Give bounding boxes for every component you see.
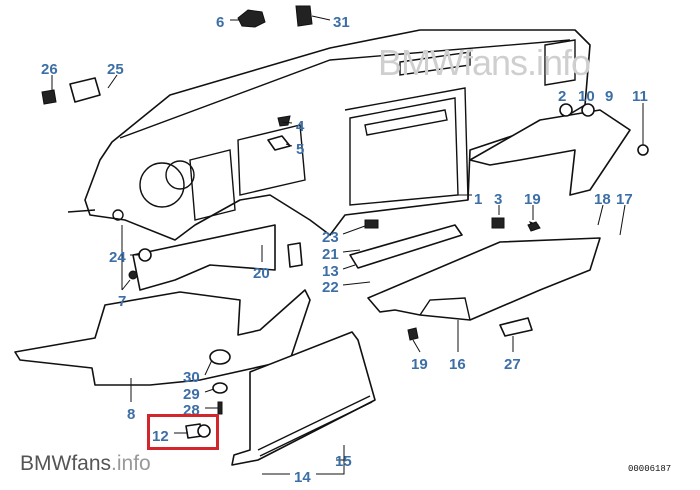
watermark-bottom: BMWfans.info [20, 452, 151, 476]
label-29[interactable]: 29 [183, 386, 200, 403]
label-18[interactable]: 18 [594, 191, 611, 208]
part-16-tray [367, 237, 601, 321]
dashboard-body [67, 29, 591, 241]
part-31-clip [295, 5, 313, 27]
label-2[interactable]: 2 [558, 88, 566, 105]
label-17[interactable]: 17 [616, 191, 633, 208]
label-8[interactable]: 8 [127, 406, 135, 423]
part-25-bracket [69, 77, 101, 103]
label-16[interactable]: 16 [449, 356, 466, 373]
label-19-top[interactable]: 19 [524, 191, 541, 208]
label-3[interactable]: 3 [494, 191, 502, 208]
label-30[interactable]: 30 [183, 369, 200, 386]
label-9[interactable]: 9 [605, 88, 613, 105]
label-25[interactable]: 25 [107, 61, 124, 78]
label-21[interactable]: 21 [322, 246, 339, 263]
diagram-code: 00006187 [628, 464, 672, 474]
part-labels: 6 31 26 25 2 10 9 11 4 5 1 3 19 18 17 23… [41, 14, 648, 486]
part-21-bar [349, 224, 463, 269]
watermark-domain: .info [111, 452, 151, 475]
watermark-fans: fans [71, 452, 112, 475]
label-20[interactable]: 20 [253, 265, 270, 282]
label-27[interactable]: 27 [504, 356, 521, 373]
label-23[interactable]: 23 [322, 229, 339, 246]
label-26[interactable]: 26 [41, 61, 58, 78]
part-8-panel [14, 289, 311, 386]
part-20-panel [132, 224, 276, 291]
label-13[interactable]: 13 [322, 263, 339, 280]
label-6[interactable]: 6 [216, 14, 224, 31]
label-4[interactable]: 4 [296, 118, 305, 135]
part-12-screw [185, 423, 211, 439]
part-14-lid [231, 331, 376, 466]
label-10[interactable]: 10 [578, 88, 595, 105]
label-15[interactable]: 15 [335, 453, 352, 470]
watermark-brand: BMW [20, 452, 72, 475]
label-24[interactable]: 24 [109, 249, 126, 266]
label-1[interactable]: 1 [474, 191, 482, 208]
highlight-box-part-12 [147, 414, 219, 450]
label-12[interactable]: 12 [152, 428, 169, 445]
label-31[interactable]: 31 [333, 14, 350, 31]
label-22[interactable]: 22 [322, 279, 339, 296]
label-5[interactable]: 5 [296, 141, 304, 158]
part-26-clip [41, 89, 57, 105]
label-14[interactable]: 14 [294, 469, 311, 486]
label-19-bottom[interactable]: 19 [411, 356, 428, 373]
label-7[interactable]: 7 [118, 293, 126, 310]
label-11[interactable]: 11 [632, 88, 648, 105]
part-6-clip [237, 9, 266, 28]
